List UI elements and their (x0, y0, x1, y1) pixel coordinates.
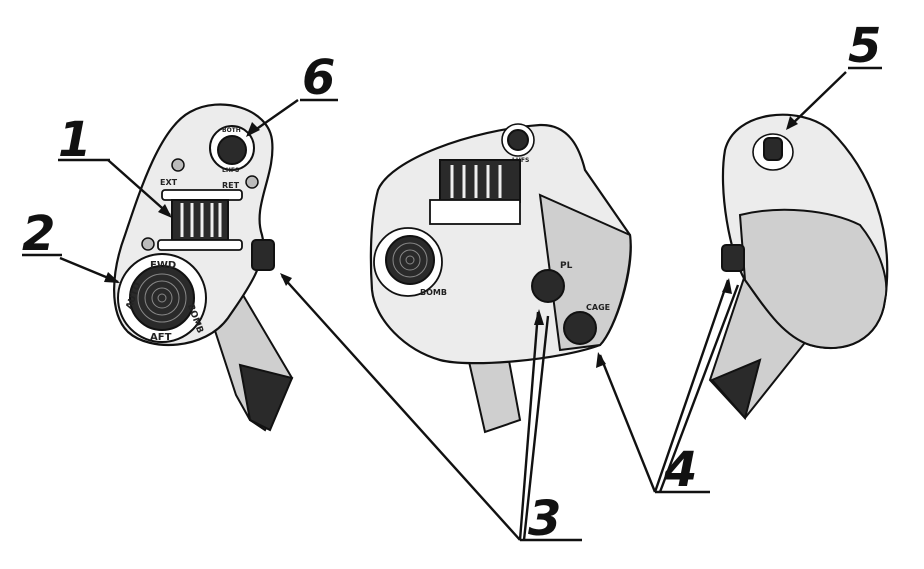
cage-button (563, 311, 597, 345)
label-fwd: FWD (150, 260, 176, 271)
right-connector (721, 244, 745, 272)
callout-2: 2 (22, 206, 55, 262)
leader-1 (107, 159, 171, 216)
arrowhead-2 (104, 272, 120, 283)
label-cage: CAGE (586, 303, 610, 312)
screw-icon (245, 175, 259, 189)
center-grip-view: LHFS BOMB PL CAGE (369, 123, 632, 434)
arrowhead-3b (534, 309, 544, 325)
arrowhead-5 (786, 116, 798, 130)
label-lhfs: LHFS (222, 167, 239, 174)
center-side-face (538, 193, 632, 352)
screw-icon (141, 237, 155, 251)
callout-4: 4 (663, 442, 697, 498)
arrowhead-6 (246, 122, 260, 137)
label-ret: RET (222, 181, 240, 190)
pl-button (531, 269, 565, 303)
arrowheads (104, 116, 798, 368)
center-wheel-base (429, 199, 521, 225)
leader-lines (22, 66, 882, 542)
callout-1: 1 (58, 112, 91, 168)
label-ext: EXT (160, 178, 178, 187)
left-grip-view: BOTH LHFS EXT RET FWD AFT AUTO BOMB (113, 103, 294, 432)
leader-4b (653, 279, 730, 493)
top-button (763, 137, 783, 161)
right-lower-face (738, 208, 888, 349)
left-handle-grip (238, 363, 294, 432)
center-label-bomb: BOMB (420, 288, 447, 297)
arrowhead-4a (596, 352, 606, 368)
leader-3c (522, 315, 550, 541)
center-top-switch (507, 129, 529, 151)
wheel-bottom-bar (157, 239, 243, 251)
label-pl: PL (560, 261, 573, 271)
right-handle-grip (710, 358, 762, 421)
label-both: BOTH (222, 127, 241, 134)
switch-6-knob (217, 135, 247, 165)
leader-4a (598, 354, 657, 493)
right-grip-view (708, 113, 889, 421)
arrowhead-4b (722, 278, 732, 294)
label-aft: AFT (150, 332, 172, 343)
callout-5: 5 (848, 18, 881, 74)
leader-4c (658, 284, 740, 493)
screw-icon (171, 158, 185, 172)
callout-3: 3 (528, 491, 561, 547)
leader-5 (787, 71, 847, 129)
callout-6: 6 (302, 50, 335, 106)
arrowhead-3a (280, 273, 292, 286)
arrowhead-1 (158, 204, 172, 218)
leader-3b (518, 311, 540, 541)
wheel-top-bar (161, 189, 243, 201)
side-connector (251, 239, 275, 271)
bomb-button (129, 265, 195, 331)
leader-3a (281, 275, 521, 541)
